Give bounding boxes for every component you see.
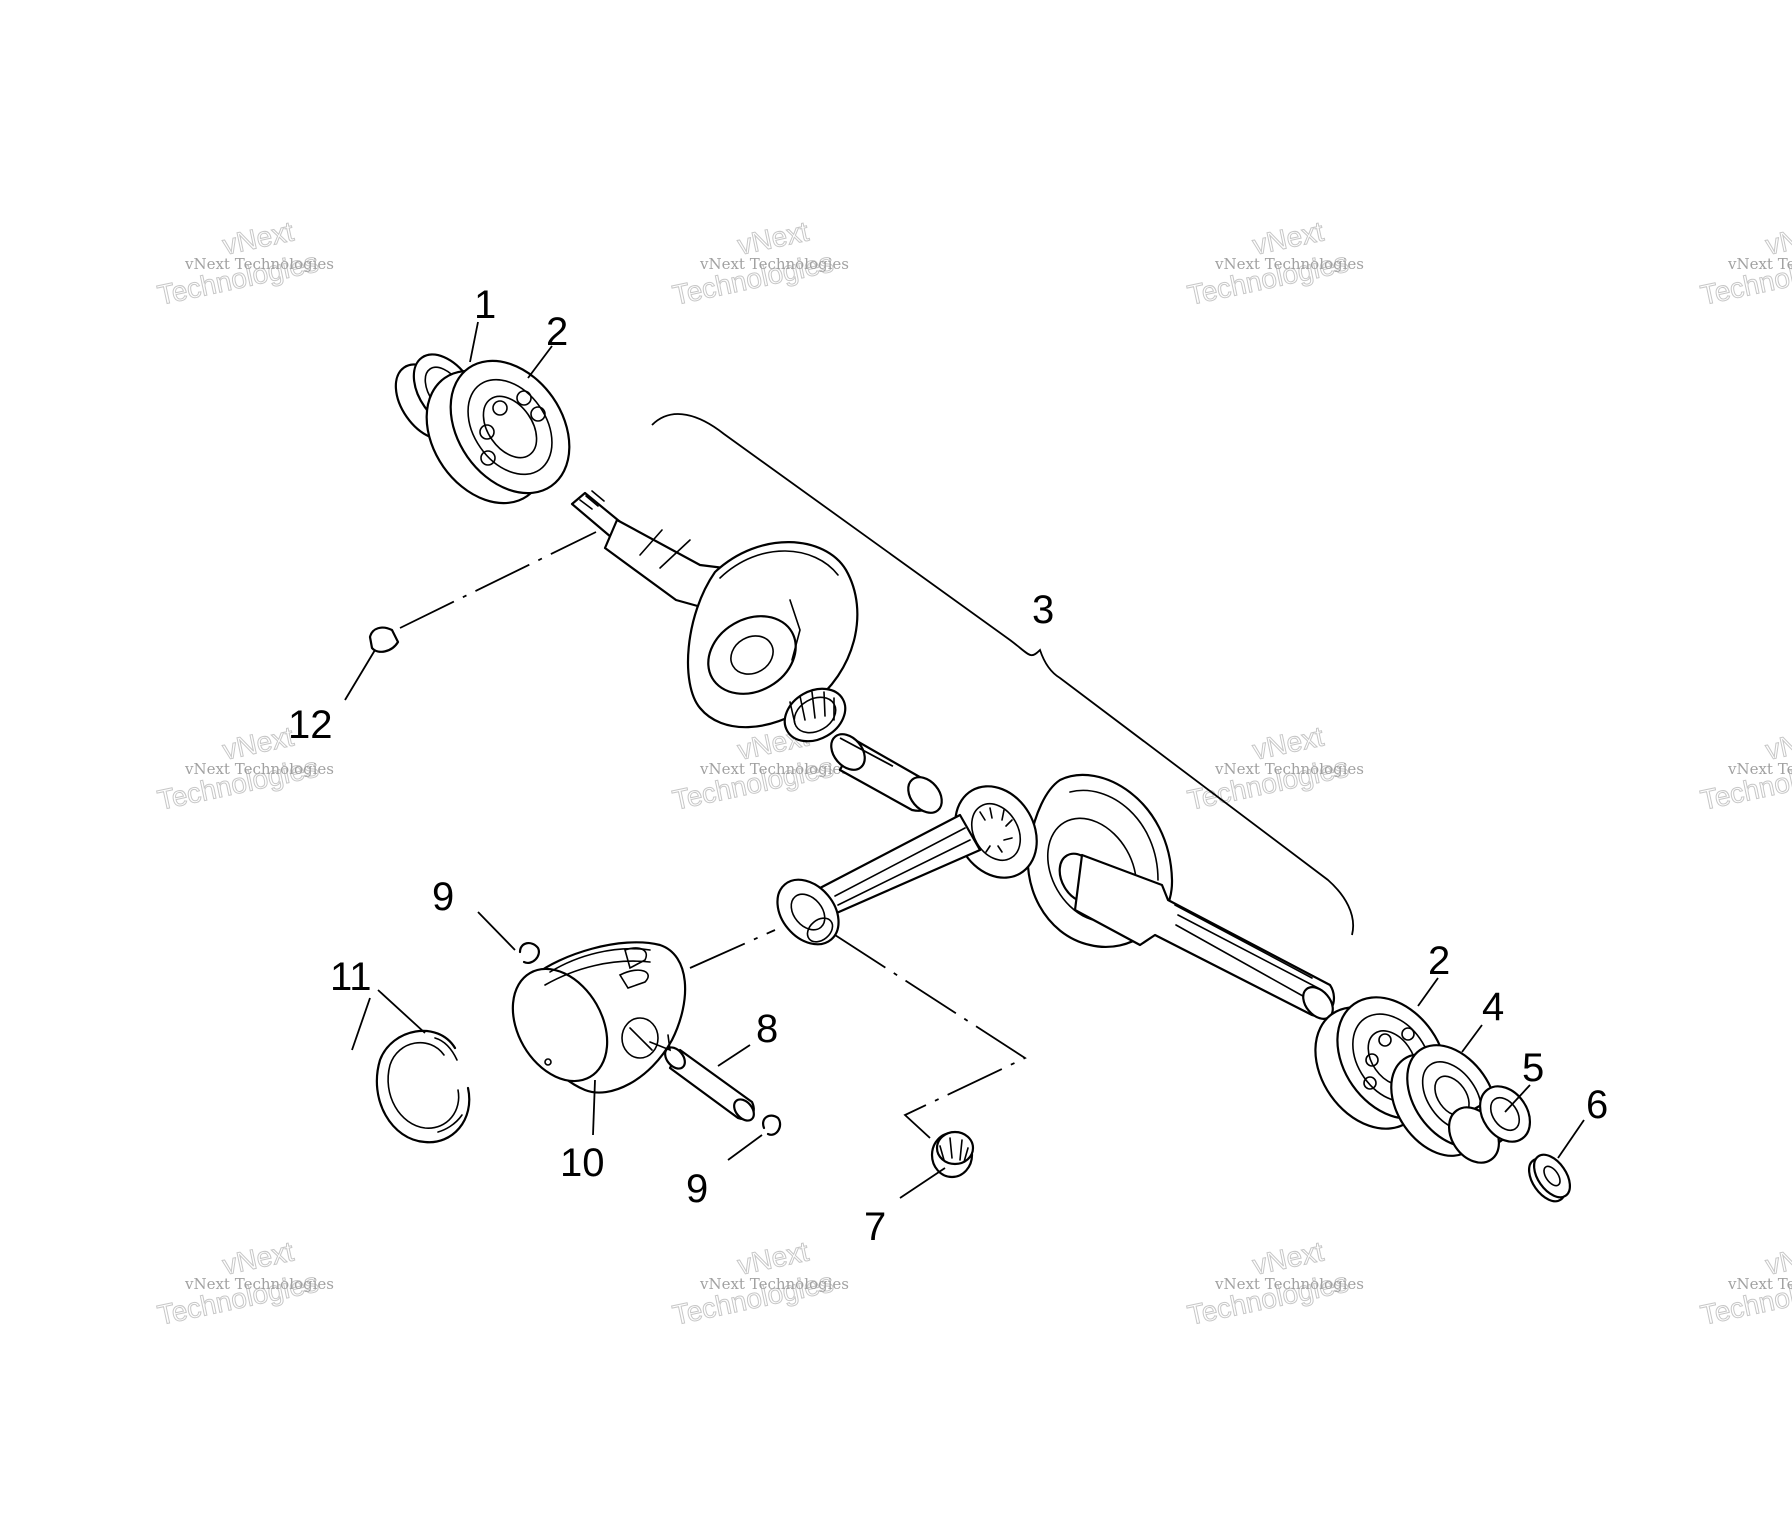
watermark-small-text: vNext Technologies [1214, 760, 1364, 778]
watermark-big-top: vNext [1763, 1236, 1792, 1281]
watermark-small-text: vNext Technologies [1214, 1275, 1364, 1293]
crank-pin [830, 733, 943, 814]
part-12-woodruff-key [368, 626, 400, 653]
watermark: vNext Technologies vNext Technologies [1184, 1235, 1364, 1331]
callout-5: 5 [1522, 1046, 1544, 1090]
part-6-washer [1527, 1153, 1572, 1203]
callout-1: 1 [474, 283, 496, 327]
assembly-lines [399, 531, 1027, 1139]
watermark: vNext Technologies vNext Technologies [154, 215, 334, 311]
part-5-collar [1447, 1085, 1532, 1164]
watermark-small-text: vNext Technologies [1727, 255, 1792, 273]
callout-3: 3 [1032, 588, 1054, 632]
callout-11: 11 [330, 955, 372, 999]
watermark-big-top: vNext [1763, 721, 1792, 766]
leader-lines [344, 321, 1585, 1199]
watermark: vNext Technologies vNext Technologies [1697, 1235, 1792, 1331]
watermark-small-text: vNext Technologies [184, 255, 334, 273]
watermark-small-text: vNext Technologies [699, 1275, 849, 1293]
watermark: vNext Technologies vNext Technologies [1697, 215, 1792, 311]
callout-7: 7 [864, 1205, 886, 1249]
callouts: 1 2 3 2 4 5 6 7 8 9 9 10 11 12 [288, 283, 1608, 1249]
part-9-circlip-lower [762, 1114, 782, 1136]
needle-bearing [783, 687, 847, 743]
watermark-small-text: vNext Technologies [699, 760, 849, 778]
watermark-small-text: vNext Technologies [1214, 255, 1364, 273]
connecting-rod [776, 785, 1038, 946]
watermark-small-text: vNext Technologies [184, 760, 334, 778]
callout-9-upper: 9 [432, 875, 454, 919]
callout-2-left: 2 [546, 310, 568, 354]
watermark: vNext Technologies vNext Technologies [1697, 720, 1792, 816]
watermark: vNext Technologies vNext Technologies [1184, 215, 1364, 311]
watermark: vNext Technologies vNext Technologies [669, 1235, 849, 1331]
watermark-big-top: vNext [1763, 216, 1792, 261]
watermark: vNext Technologies vNext Technologies [669, 215, 849, 311]
part-3-crankshaft-assembly [570, 413, 1354, 1020]
watermark: vNext Technologies vNext Technologies [154, 1235, 334, 1331]
watermark: vNext Technologies vNext Technologies [1184, 720, 1364, 816]
watermark-small-text: vNext Technologies [1727, 1275, 1792, 1293]
watermark-small-text: vNext Technologies [699, 255, 849, 273]
part-11-piston-rings [375, 1029, 471, 1144]
part-2-left-bearing [425, 359, 571, 505]
callout-8: 8 [756, 1007, 778, 1051]
part-10-piston [511, 941, 687, 1094]
watermark-small-text: vNext Technologies [1727, 760, 1792, 778]
assembly-bracket [651, 413, 1354, 936]
watermark-small-text: vNext Technologies [184, 1275, 334, 1293]
part-9-circlip-upper [518, 942, 540, 964]
callout-10: 10 [560, 1141, 605, 1185]
callout-2-right: 2 [1428, 939, 1450, 983]
callout-4: 4 [1482, 985, 1504, 1029]
callout-12: 12 [288, 703, 333, 747]
callout-6: 6 [1586, 1083, 1608, 1127]
part-7-nut [930, 1130, 975, 1179]
callout-9-lower: 9 [686, 1167, 708, 1211]
part-8-piston-pin [664, 1046, 755, 1122]
